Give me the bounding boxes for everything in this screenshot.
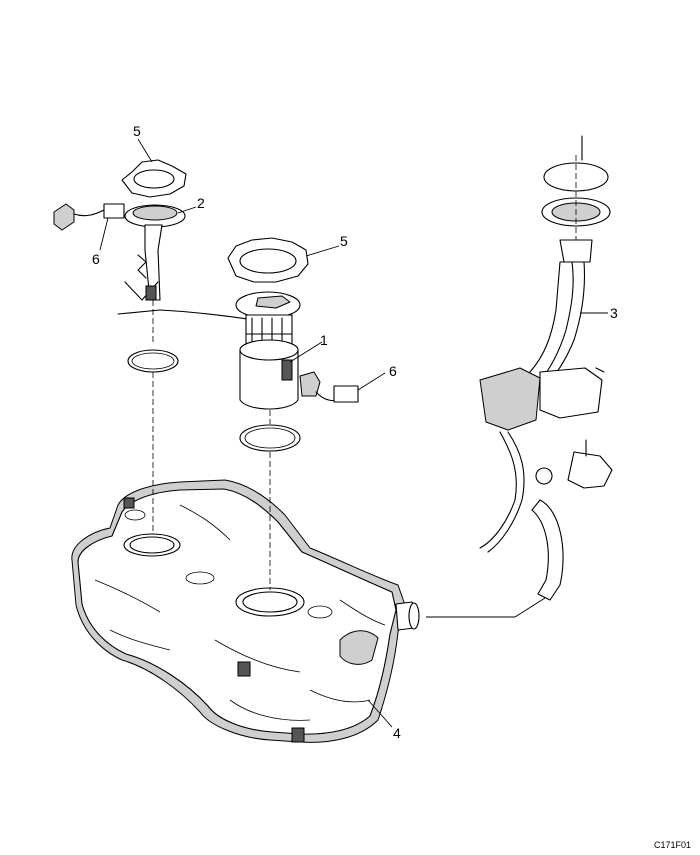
callout-2-level-sender: 2 [197,195,205,211]
callout-4-fuel-tank: 4 [393,725,401,741]
fuel-level-sender [124,204,186,301]
callout-5-ring-small: 5 [133,123,141,139]
callout-6-right-harness: 6 [389,363,397,379]
fuel-tank [71,479,420,743]
fuel-pump-module [235,291,301,410]
callout-5-ring-large: 5 [340,233,348,249]
fuel-filler-pipe [426,135,613,618]
connector-harness-right [299,371,359,403]
connector-harness-left [53,203,125,231]
leader-lines [99,138,608,728]
callout-1-pump-module: 1 [320,332,328,348]
o-ring-right [239,424,301,452]
callout-3-filler-pipe: 3 [610,305,618,321]
callouts: 5 2 6 5 1 6 3 4 [92,123,618,741]
alignment-lines [152,155,577,590]
figure-code: C171F01 [654,840,691,850]
lock-ring-large [227,237,309,283]
lock-ring-small [121,159,187,198]
callout-6-left-harness: 6 [92,251,100,267]
